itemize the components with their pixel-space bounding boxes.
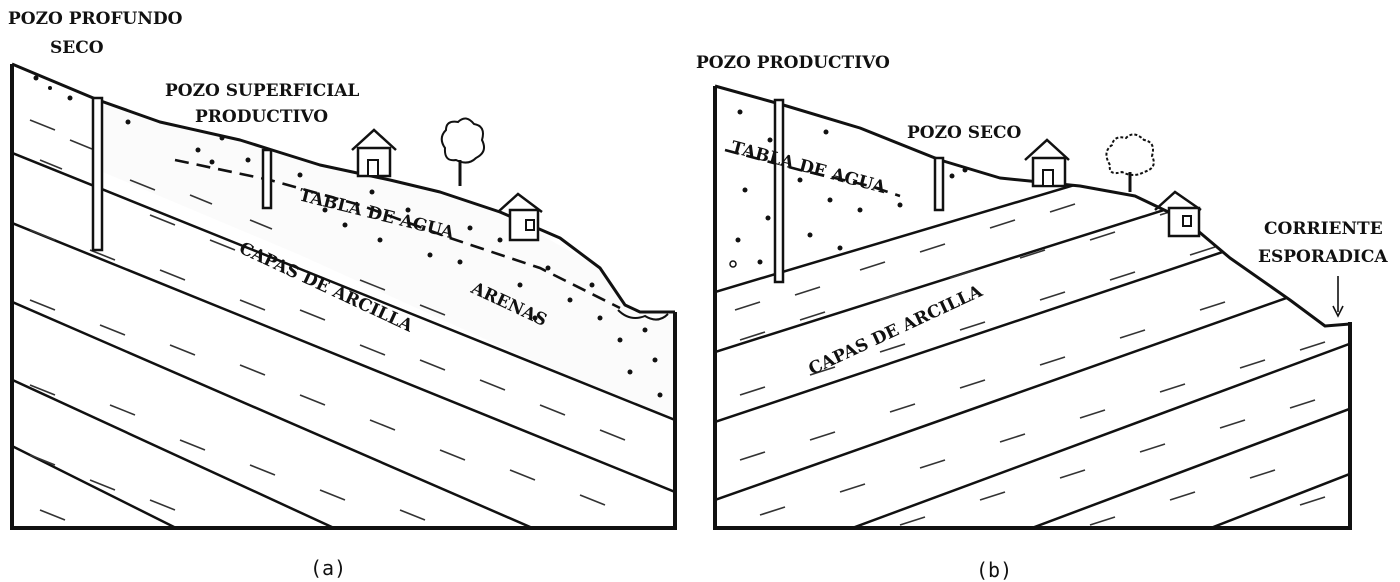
caption-a: (a) <box>310 556 346 580</box>
clay-bed-boundary <box>12 428 201 528</box>
label-stream-2: ESPORADICA <box>1258 247 1388 267</box>
sand-dots <box>729 109 968 268</box>
sand-dots <box>33 75 663 398</box>
clay-bed-boundary <box>1179 468 1350 528</box>
stream-debris <box>617 309 669 321</box>
clay-bed-boundary <box>12 208 675 494</box>
house-icon <box>497 192 543 242</box>
ground-surface <box>11 62 675 314</box>
ground-surface <box>714 84 1351 328</box>
productive-well <box>773 98 785 284</box>
label-deep-dry-well: POZO PROFUNDO <box>8 9 183 29</box>
tree-icon <box>440 117 485 186</box>
dry-well <box>933 156 945 212</box>
stream-arrow-icon <box>1332 276 1344 318</box>
clay-bed-boundary <box>12 286 561 528</box>
panel-b-clay-beds <box>715 98 1350 528</box>
shallow-productive-well <box>261 148 273 210</box>
label-stream: CORRIENTE <box>1264 219 1383 239</box>
water-table-line <box>174 158 621 310</box>
clay-hatching <box>29 119 626 521</box>
label-dry-well: POZO SECO <box>907 123 1021 143</box>
label-shallow-well-2: PRODUCTIVO <box>195 107 328 127</box>
tree-icon <box>1105 133 1155 192</box>
label-deep-dry-well-2: SECO <box>50 38 104 58</box>
panel-b: POZO PRODUCTIVO POZO SECO TABLA DE AGUA … <box>696 53 1388 582</box>
clay-bed-boundary <box>999 403 1350 528</box>
clay-bed-boundary <box>12 363 361 528</box>
house-icon <box>351 128 397 178</box>
water-table-line <box>724 148 901 198</box>
deep-dry-well <box>91 96 104 252</box>
label-shallow-well: POZO SUPERFICIAL <box>165 81 359 101</box>
house-icon <box>1024 138 1070 188</box>
panel-b-frame <box>713 86 1352 530</box>
label-water-table-b: TABLA DE AGUA <box>729 138 889 199</box>
clay-bed-boundary <box>819 338 1350 528</box>
clay-bed-boundary <box>715 270 1350 502</box>
clay-hatching <box>734 203 1326 526</box>
panel-a-frame <box>10 64 677 530</box>
caption-b: (b) <box>976 558 1012 582</box>
panel-a: POZO PROFUNDO SECO POZO SUPERFICIAL PROD… <box>8 9 677 580</box>
house-icon <box>1154 190 1202 238</box>
label-productive-well: POZO PRODUCTIVO <box>696 53 890 73</box>
